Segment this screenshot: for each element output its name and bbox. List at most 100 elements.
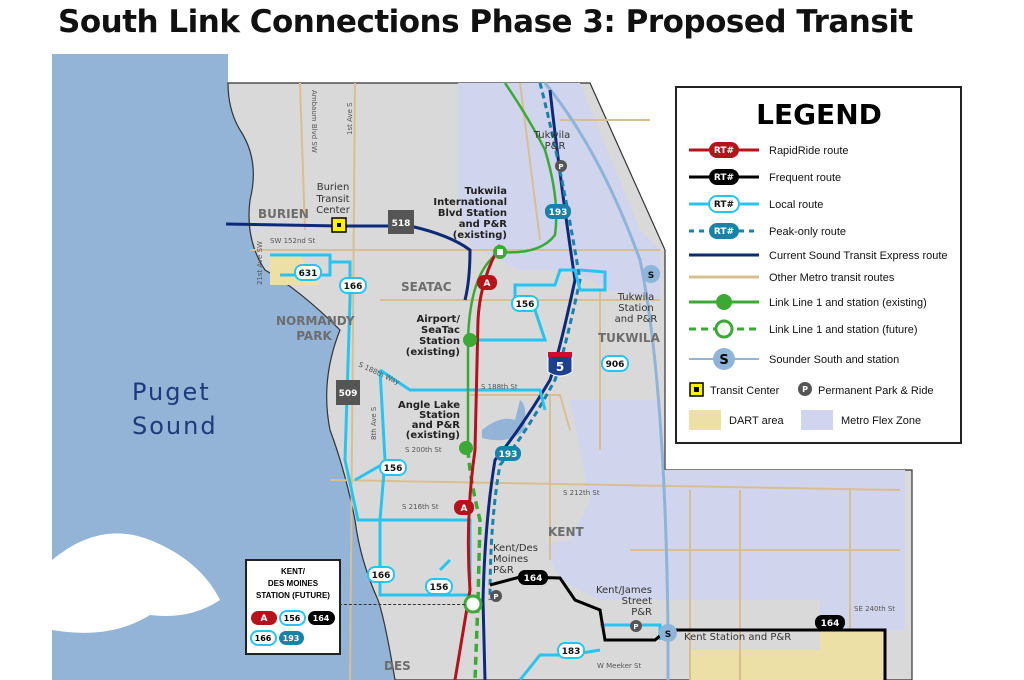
map-label: 164	[313, 614, 330, 623]
link-station-kent-des-moines[interactable]	[463, 594, 483, 614]
flex-zone-tukwila	[458, 83, 660, 300]
map-title: South Link Connections Phase 3: Proposed…	[58, 4, 913, 40]
map-label: 156	[430, 583, 449, 593]
map-label: Tukwila	[617, 292, 655, 303]
map-label: (existing)	[406, 347, 460, 358]
map-label: W Meeker St	[597, 662, 641, 670]
map-label: Transit Center	[710, 385, 780, 397]
map-label: 166	[372, 571, 391, 581]
badge-193-1: 193	[545, 204, 571, 219]
map-label: 193	[499, 450, 518, 460]
map-label: A	[261, 614, 268, 624]
map-label: and P&R	[459, 219, 508, 230]
map-label: Station	[419, 336, 460, 347]
map-label: SEATAC	[401, 280, 452, 294]
map-label: Kent Station and P&R	[684, 632, 791, 643]
badge-a-2: A	[454, 500, 474, 515]
map-label: P	[558, 163, 563, 171]
sounder-station-tukwila[interactable]: S	[642, 265, 660, 283]
link-station-angle-lake[interactable]	[459, 441, 473, 455]
map-label: 166	[255, 634, 272, 643]
map-label: P&R	[631, 607, 652, 618]
badge-164-2: 164	[815, 615, 845, 630]
map-label: P&R	[493, 565, 514, 576]
badge-156-1: 156	[511, 295, 539, 312]
map-label: Tukwila	[533, 130, 571, 141]
map-label: and P&R	[412, 420, 461, 431]
map-label: S 212th St	[563, 489, 600, 497]
map-label: 164	[524, 574, 543, 584]
legend-heading: LEGEND	[756, 98, 882, 131]
map-label: RT#	[714, 227, 734, 237]
map-label: Transit	[315, 194, 349, 205]
map-label: Sound	[132, 412, 218, 440]
sounder-station-kent[interactable]: S	[659, 624, 677, 642]
legend-link-future: Link Line 1 and station (future)	[689, 319, 918, 339]
outside-land-sw	[52, 533, 220, 633]
park-ride-tukwila[interactable]: P	[555, 160, 567, 172]
legend-peak: RT#Peak-only route	[689, 223, 846, 239]
angle-lake	[482, 400, 526, 441]
badge-166-1: 166	[339, 277, 367, 294]
map-label: 1st Ave S	[346, 102, 354, 135]
legend-link-existing: Link Line 1 and station (existing)	[689, 294, 927, 310]
map-label: Airport/	[417, 314, 461, 325]
legend-flex: Metro Flex Zone	[801, 410, 921, 430]
map-label: Moines	[493, 554, 528, 565]
legend-frequent: RT# Frequent route	[689, 169, 841, 185]
map-label: Other Metro transit routes	[769, 272, 895, 284]
map-label: 183	[562, 647, 581, 657]
burien-transit-center[interactable]	[331, 217, 347, 233]
badge-164-1: 164	[518, 570, 548, 585]
map-label: 8th Ave S	[370, 406, 378, 440]
map-label: SeaTac	[421, 325, 460, 336]
map-label: S	[665, 630, 671, 640]
map-label: Station	[419, 410, 460, 421]
link-station-airport[interactable]	[463, 333, 477, 347]
legend-express: Current Sound Transit Express route	[689, 250, 948, 262]
shield-sr509: 509	[336, 380, 360, 405]
map-label: 906	[606, 360, 625, 370]
map-label: NORMANDY	[276, 314, 355, 328]
map-label: Frequent route	[769, 172, 841, 184]
map-label: Kent/Des	[493, 543, 538, 554]
map-label: 5	[556, 360, 564, 374]
park-ride-kent-james[interactable]: P	[630, 620, 642, 632]
map-label: (existing)	[453, 230, 507, 241]
map-label: SW 152nd St	[270, 237, 315, 245]
map-label: P	[802, 385, 808, 394]
map-label: Blvd Station	[438, 208, 507, 219]
badge-906: 906	[601, 355, 629, 372]
map-label: DES MOINES	[268, 579, 319, 588]
map-label: and P&R	[615, 314, 658, 325]
map-label: RT#	[714, 173, 734, 183]
map-label: Ambaum Blvd SW	[310, 90, 318, 153]
sounder-line	[543, 82, 670, 680]
map-label: RT#	[714, 200, 734, 210]
map-label: SE 240th St	[854, 605, 895, 613]
legend-local: RT#Local route	[689, 195, 823, 213]
park-ride-kdm[interactable]: P	[490, 590, 502, 602]
link-line-future	[466, 449, 482, 680]
map-label: STATION (FUTURE)	[256, 591, 330, 600]
map-label: P	[493, 593, 498, 601]
legend-metro: Other Metro transit routes	[689, 272, 895, 284]
map-label: S 200th St	[405, 446, 442, 454]
map-label: RT#	[714, 146, 734, 156]
peak-route-193	[488, 82, 582, 601]
map-label: A	[484, 279, 491, 289]
map-label: S	[719, 353, 728, 368]
map-label: S	[648, 271, 654, 281]
map-label: Puget	[132, 378, 211, 406]
badge-183: 183	[557, 642, 585, 659]
legend-dart: DART area	[689, 410, 785, 430]
map-label: (existing)	[406, 430, 460, 441]
link-station-tib[interactable]	[493, 245, 507, 259]
flex-zone-kent	[545, 400, 905, 630]
rapidride-route-a	[453, 244, 502, 680]
legend-transit-center: Transit Center	[689, 382, 780, 397]
badge-156-2: 156	[379, 459, 407, 476]
map-label: P&R	[545, 141, 566, 152]
dart-area-kent	[690, 632, 885, 680]
